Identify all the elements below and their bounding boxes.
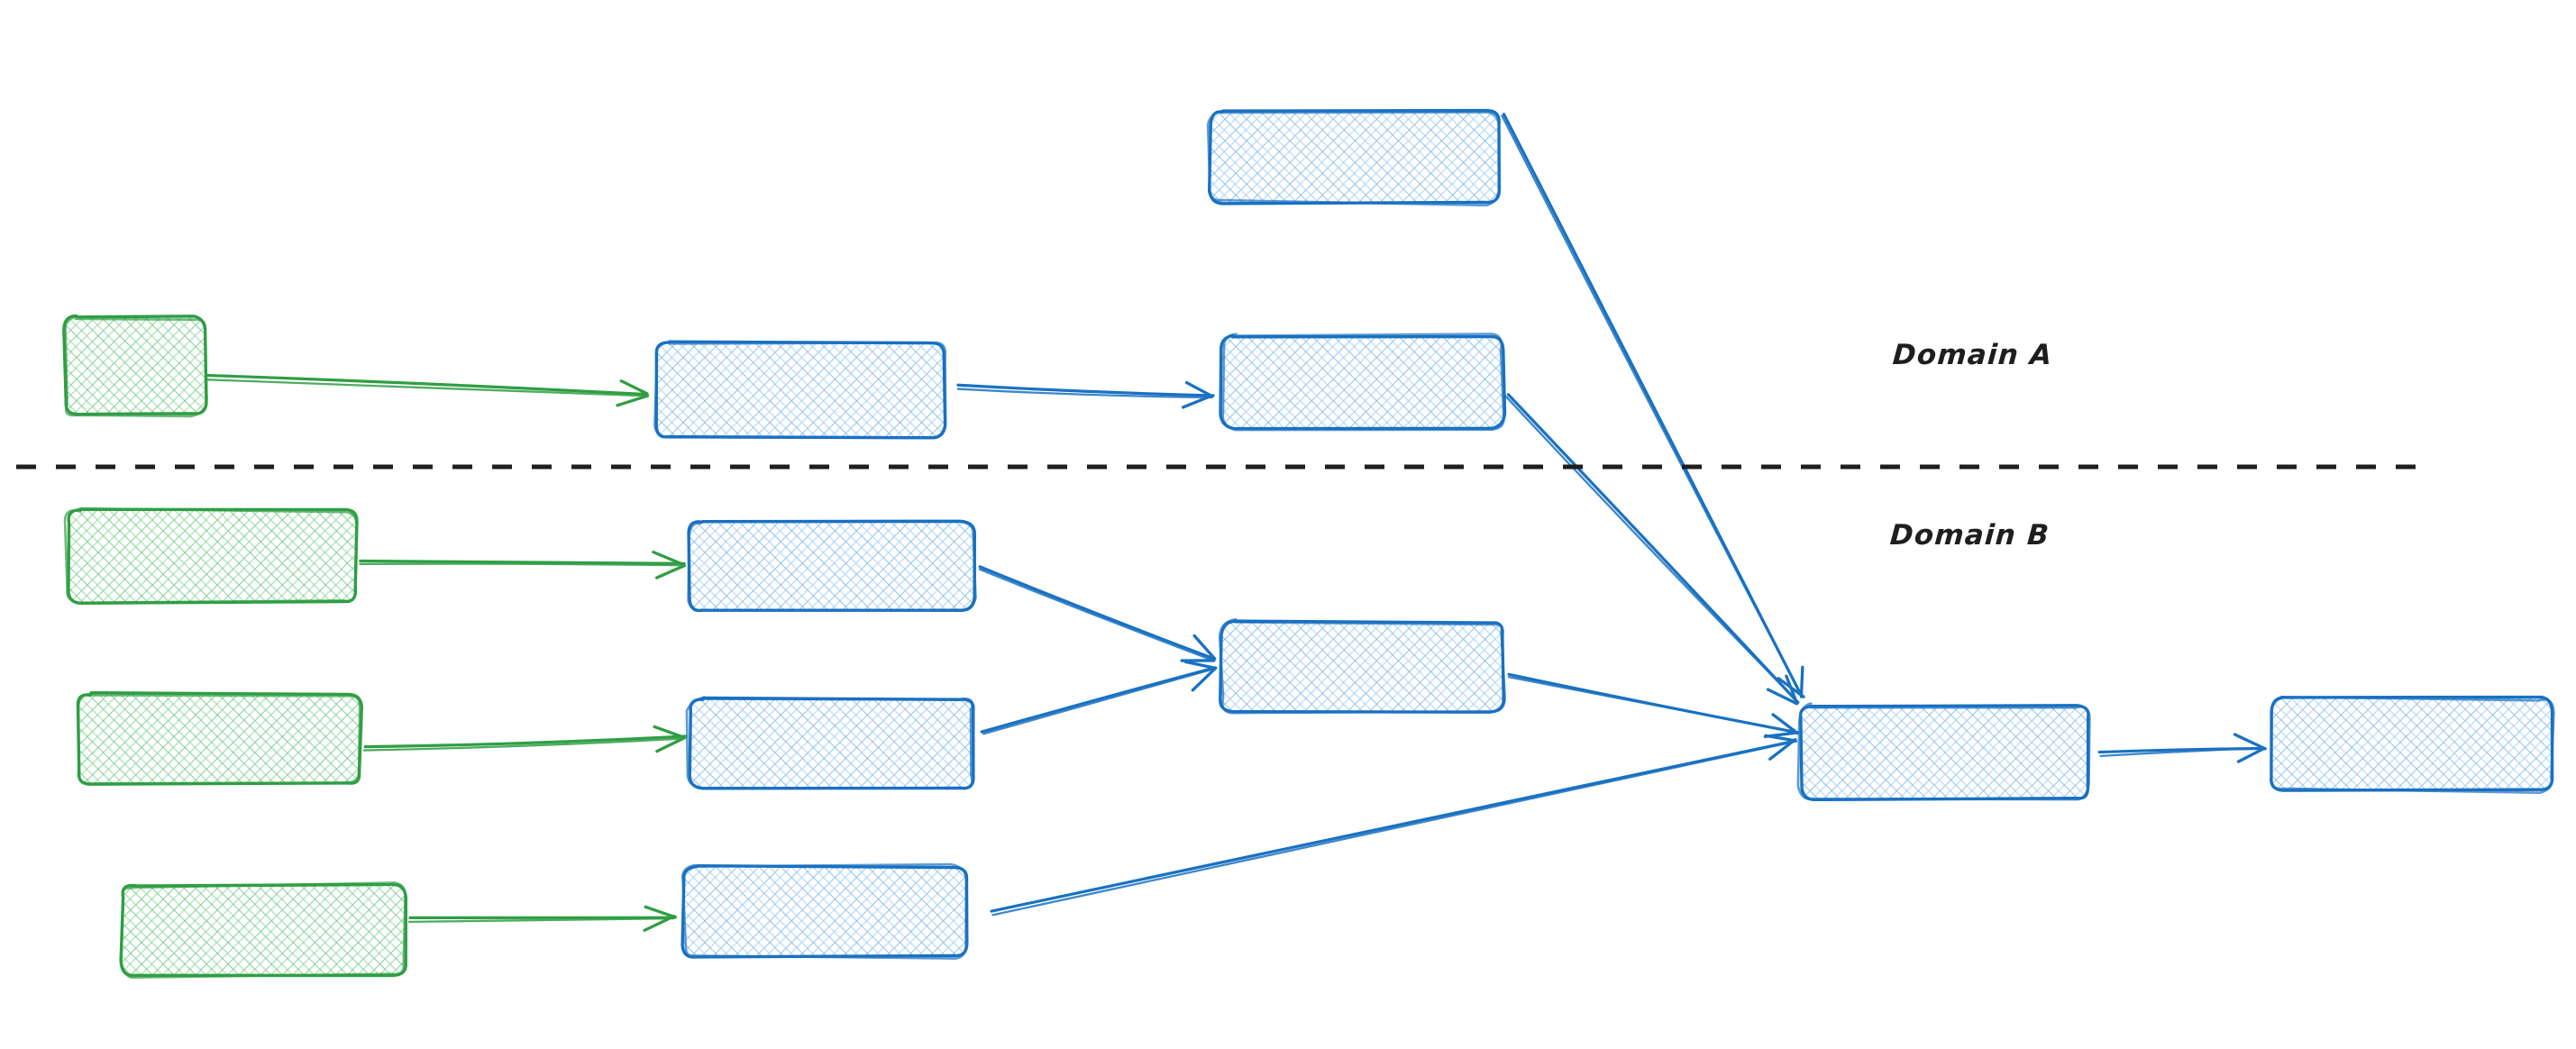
node-outline (685, 696, 973, 789)
edge-line (978, 565, 1216, 661)
node-outline (1206, 109, 1501, 207)
arrowhead-stroke-1 (616, 394, 649, 407)
edge-e5 (359, 551, 687, 579)
edge-line (2099, 746, 2266, 758)
arrowhead-stroke-0 (2233, 733, 2267, 751)
arrowhead-stroke-0 (1184, 380, 1214, 398)
node-a-top-blue[interactable] (1206, 108, 1502, 207)
edge-line (1506, 393, 1800, 705)
arrowhead-stroke-1 (655, 735, 687, 753)
node-fill-hatch (683, 867, 966, 957)
edge-line (980, 666, 1216, 734)
arrowhead-stroke-1 (1191, 666, 1218, 692)
node-outline (687, 520, 977, 612)
edge-line (204, 379, 650, 397)
edge-line (359, 559, 686, 565)
arrowhead-stroke-0 (1764, 734, 1797, 743)
node-outline (1796, 702, 2091, 801)
node-fill-hatch (1801, 706, 2089, 799)
edge-line (359, 562, 684, 567)
arrowhead-stroke-1 (643, 915, 676, 932)
edge-line (205, 373, 649, 397)
edge-e2 (956, 380, 1215, 409)
node-fill-hatch (690, 521, 973, 611)
node-outline (1218, 618, 1507, 715)
edge-e12 (2097, 733, 2267, 763)
node-a-blue-2[interactable] (1219, 333, 1507, 432)
arrowhead-stroke-0 (1771, 713, 1799, 735)
arrowhead-stroke-0 (1183, 660, 1217, 670)
arrowhead-stroke-1 (2236, 747, 2265, 763)
arrowhead-stroke-0 (1799, 665, 1804, 698)
arrowhead-stroke-0 (1785, 674, 1799, 706)
edge-line (982, 667, 1216, 735)
node-a-blue-1[interactable] (653, 340, 947, 440)
edge-line (978, 568, 1216, 662)
nodes-layer (62, 108, 2555, 979)
node-fill-hatch (656, 342, 945, 437)
edge-e11 (990, 734, 1798, 917)
node-a-green-1[interactable] (62, 314, 208, 418)
node-outline (120, 881, 406, 979)
node-fill-hatch (2271, 698, 2553, 790)
node-fill-hatch (1210, 111, 1499, 203)
edge-line (1507, 676, 1798, 734)
arrowhead-stroke-1 (1181, 394, 1214, 409)
node-outline (1221, 333, 1505, 432)
node-b-blue-2[interactable] (685, 696, 975, 790)
node-fill-hatch (1221, 622, 1503, 712)
arrowhead-stroke-0 (1192, 634, 1217, 661)
edge-e7 (362, 725, 688, 753)
edge-e1 (204, 373, 650, 407)
node-fill-hatch (68, 509, 356, 602)
edge-e8 (980, 660, 1218, 735)
arrowhead-stroke-0 (619, 379, 649, 396)
node-b-blue-1[interactable] (687, 519, 977, 613)
edge-e4 (1504, 393, 1800, 706)
edge-e10 (407, 905, 678, 932)
edge-line (363, 734, 688, 749)
edge-line (362, 737, 686, 752)
arrowhead-stroke-0 (644, 905, 678, 919)
node-b-hub-blue[interactable] (1218, 618, 1507, 715)
edges-layer (204, 113, 2267, 932)
node-b-green-3[interactable] (119, 881, 408, 979)
node-fill-hatch (1221, 336, 1503, 427)
node-b-final-blue[interactable] (2270, 695, 2555, 794)
edge-e3 (1501, 113, 1805, 698)
arrowhead-stroke-0 (652, 551, 685, 567)
node-b-merge-blue[interactable] (1796, 702, 2091, 802)
node-outline (2270, 695, 2555, 794)
edge-line (1504, 395, 1800, 704)
node-fill-hatch (690, 698, 973, 789)
edge-line (956, 388, 1213, 399)
edge-line (956, 383, 1215, 397)
edge-line (407, 917, 675, 924)
node-fill-hatch (122, 885, 406, 975)
arrowhead-stroke-1 (1766, 688, 1799, 706)
arrowhead-stroke-0 (653, 725, 686, 739)
node-outline (64, 315, 208, 418)
node-b-green-2[interactable] (76, 691, 364, 786)
edge-e9 (1507, 672, 1800, 738)
edge-line (1501, 114, 1804, 698)
node-outline (681, 862, 968, 960)
node-outline (63, 506, 358, 605)
node-fill-hatch (65, 317, 206, 415)
node-fill-hatch (78, 694, 361, 784)
edge-line (991, 740, 1798, 917)
node-b-green-1[interactable] (63, 506, 359, 606)
edge-line (990, 739, 1797, 913)
arrowhead-stroke-1 (654, 563, 687, 579)
domain-a-label: Domain A (1891, 339, 2054, 371)
domain-b-label: Domain B (1888, 519, 2051, 552)
node-outline (653, 340, 947, 440)
arrowhead-stroke-1 (1768, 737, 1797, 761)
node-outline (77, 692, 361, 785)
node-b-blue-3[interactable] (681, 862, 969, 960)
edge-e6 (978, 565, 1217, 662)
